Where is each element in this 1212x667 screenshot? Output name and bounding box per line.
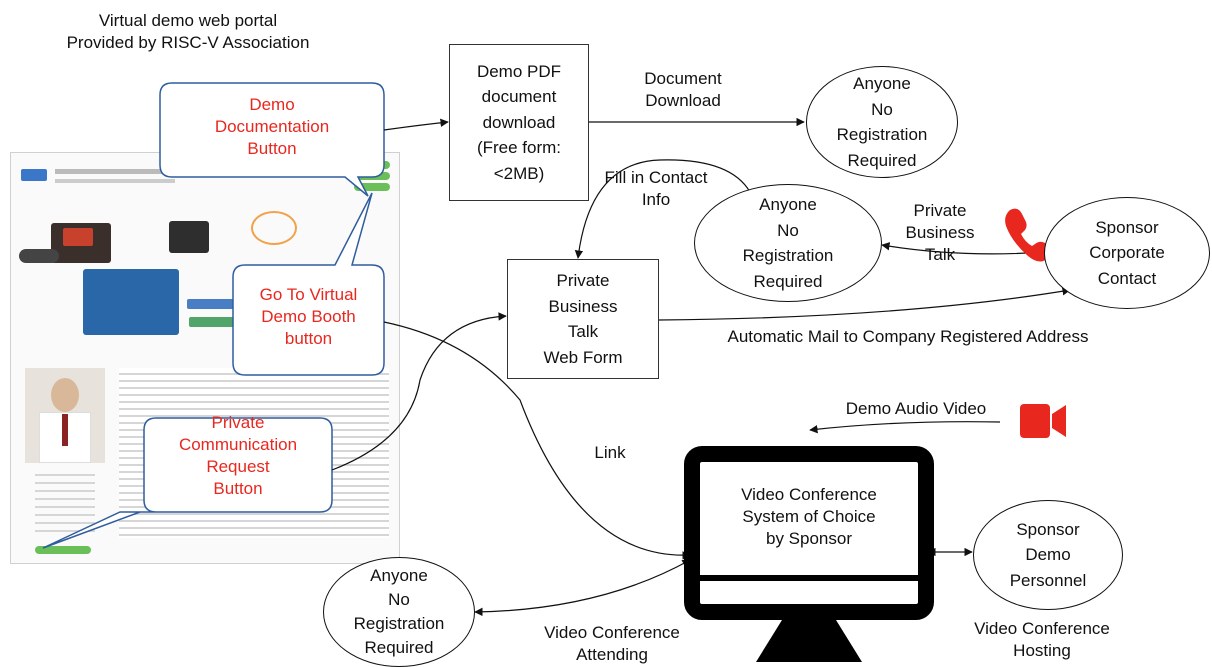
anyone-bottom-text: Anyone No Registration Required: [353, 566, 445, 657]
callout-communication-shape: [42, 417, 333, 549]
thumbnail-left-text-lines: [35, 468, 95, 538]
pdf-download-box: Demo PDF document download (Free form: <…: [449, 44, 589, 201]
virtual-booth-button[interactable]: Go To Virtual Demo Booth button: [259, 285, 358, 349]
label-document-download: Document Download: [644, 69, 722, 111]
demo-documentation-button[interactable]: Demo Documentation Button: [214, 95, 330, 159]
webform-text: Private Business Talk Web Form: [543, 271, 623, 367]
callout-booth-shape: [232, 192, 385, 376]
callout-documentation-shape: [159, 82, 385, 197]
thumbnail-cloud-icon: [251, 211, 297, 245]
sponsor-personnel-text: Sponsor Demo Personnel: [1009, 519, 1087, 590]
label-vc-hosting: Video Conference Hosting: [974, 619, 1110, 661]
edge-anyone-to-webform: [574, 159, 751, 259]
label-auto-mail: Automatic Mail to Company Registered Add…: [727, 327, 1089, 346]
thumbnail-rtos-logo: [189, 317, 235, 327]
thumbnail-subheader-bar: [55, 179, 175, 183]
phone-icon: [1005, 208, 1052, 262]
thumbnail-key-icon: [19, 249, 59, 263]
thumbnail-avatar: [25, 368, 105, 463]
anyone-oval-middle: Anyone No Registration Required: [694, 184, 882, 302]
video-camera-lens: [1052, 405, 1066, 437]
page-title: Virtual demo web portal Provided by RISC…: [66, 11, 310, 53]
thumbnail-board-image-red: [63, 228, 93, 246]
sponsor-contact-text: Sponsor Corporate Contact: [1089, 217, 1165, 288]
monitor-stand: [756, 620, 862, 662]
anyone-top-text: Anyone No Registration Required: [836, 74, 928, 170]
monitor-frame: [684, 446, 934, 620]
edge-demo-av: [809, 421, 1001, 434]
label-vc-attending: Video Conference Attending: [544, 623, 680, 665]
monitor-screen-text: Video Conference System of Choice by Spo…: [741, 485, 877, 549]
thumbnail-green-bottom-btn: [35, 546, 91, 554]
anyone-oval-top: Anyone No Registration Required: [806, 66, 958, 178]
anyone-mid-text: Anyone No Registration Required: [742, 195, 834, 291]
label-fill-contact: Fill in Contact Info: [604, 168, 708, 210]
label-link: Link: [594, 443, 626, 462]
business-talk-webform-box: Private Business Talk Web Form: [507, 259, 659, 379]
thumbnail-header-bar: [55, 169, 255, 174]
private-communication-button[interactable]: Private Communication Request Button: [178, 413, 298, 499]
sponsor-contact-oval: Sponsor Corporate Contact: [1044, 197, 1210, 309]
edge-comm-to-webform: [331, 312, 507, 471]
thumbnail-main-board: [83, 269, 179, 335]
edge-talk-bidirectional: [881, 242, 1045, 257]
video-camera-icon: [1020, 404, 1050, 438]
edge-booth-to-monitor: [383, 321, 691, 560]
anyone-oval-bottom: Anyone No Registration Required: [323, 557, 475, 667]
thumbnail-green-btn-3: [354, 183, 390, 191]
edge-doc-to-pdf: [383, 118, 449, 131]
label-private-talk: Private Business Talk: [905, 201, 975, 265]
edge-webform-to-sponsor: [658, 287, 1071, 321]
thumbnail-risc-logo: [187, 299, 235, 309]
label-demo-av: Demo Audio Video: [845, 399, 987, 418]
sponsor-personnel-oval: Sponsor Demo Personnel: [973, 500, 1123, 610]
edge-monitor-to-anyone: [474, 559, 691, 617]
pdf-download-text: Demo PDF document download (Free form: <…: [476, 61, 562, 183]
thumbnail-logo: [21, 169, 47, 181]
thumbnail-wifi-module: [169, 221, 209, 253]
monitor-power-dot: [804, 587, 814, 597]
